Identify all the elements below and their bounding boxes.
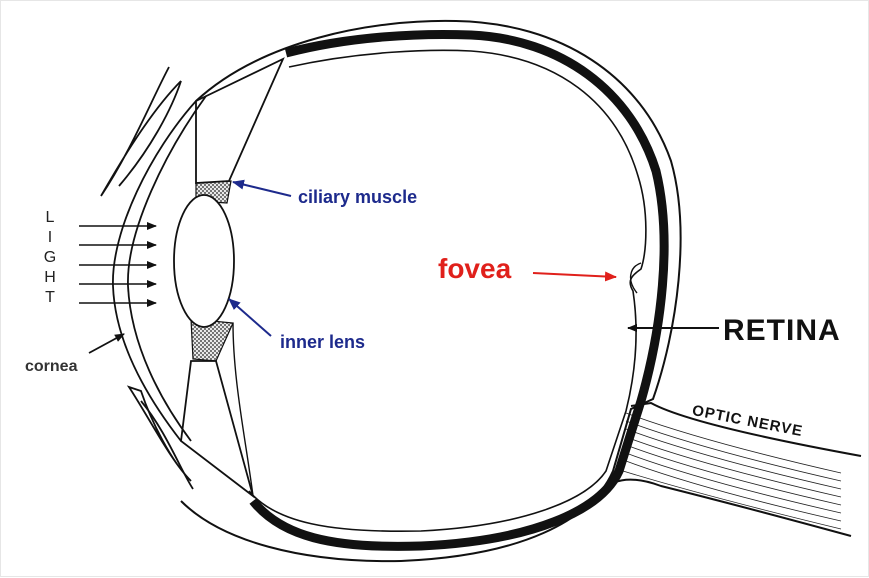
retina-layer <box>249 50 646 531</box>
ciliary-arrow <box>233 182 291 196</box>
ciliary-muscle-label: ciliary muscle <box>298 187 417 208</box>
light-letter-i: I <box>43 229 57 247</box>
fovea-label: fovea <box>438 253 511 285</box>
fovea-arrow <box>533 273 616 277</box>
light-letter-h: H <box>43 269 57 287</box>
cornea-label: cornea <box>25 358 77 376</box>
choroid-layer <box>253 34 664 546</box>
light-letter-g: G <box>43 249 57 267</box>
retina-label: RETINA <box>723 314 841 348</box>
inner-lens-arrow <box>229 299 271 336</box>
inner-lens-label: inner lens <box>280 332 365 353</box>
light-rays <box>79 226 156 303</box>
sclera-outline <box>181 21 681 561</box>
cornea-arrow <box>89 334 124 353</box>
light-letter-l: L <box>43 209 57 227</box>
light-letter-t: T <box>43 289 57 307</box>
lens <box>174 195 234 327</box>
